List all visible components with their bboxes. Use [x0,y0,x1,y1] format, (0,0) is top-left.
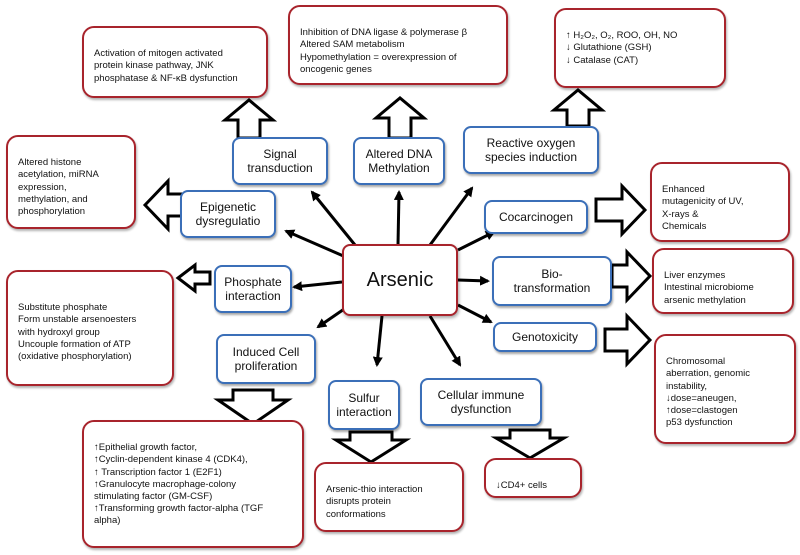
arrow-cocarcinogen [457,230,496,252]
cell-proliferation-label: Induced Cell proliferation [232,345,300,373]
arrow-signal [310,190,357,246]
thio-effect-box: Arsenic-thio interaction disrupts protei… [314,462,464,532]
genotoxicity-label: Genotoxicity [511,330,579,344]
liver-effect-box: Liver enzymes Intestinal microbiome arse… [652,248,794,314]
arrow-bio [457,275,490,286]
arrow-ros [428,186,474,246]
cd4-effect-box: ↓CD4+ cells [484,458,582,498]
histone-effect-box: Altered histone acetylation, miRNA expre… [6,135,136,229]
cd4-effect-text: ↓CD4+ cells [496,480,547,492]
ros-effect-box: ↑ H₂O₂, O₂, ROO, OH, NO ↓ Glutathione (G… [554,8,726,88]
ros-induction-label: Reactive oxygen species induction [484,136,578,164]
block-arrow-right-bio [610,248,653,304]
phosphate-label: Phosphate interaction [224,275,282,303]
arrow-immune [428,315,462,367]
phosphate-effect-text: Substitute phosphate Form unstable arsen… [18,302,137,363]
ros-induction-box: Reactive oxygen species induction [463,126,599,174]
phosphate-box: Phosphate interaction [214,265,292,313]
epigenetic-label: Epigenetic dysregulatio [195,200,261,228]
mutagenicity-effect-box: Enhanced mutagenicity of UV, X-rays & Ch… [650,162,790,242]
dna-methylation-box: Altered DNA Methylation [353,137,445,185]
cocarcinogen-label: Cocarcinogen [498,210,574,224]
block-arrow-down-sulfur [330,430,412,464]
genotoxicity-box: Genotoxicity [493,322,597,352]
immune-label: Cellular immune dysfunction [437,388,525,416]
biotransformation-box: Bio- transformation [492,256,612,306]
dna-effect-box: Inhibition of DNA ligase & polymerase β … [288,5,508,85]
block-arrow-right-genotoxicity [603,312,653,368]
cocarcinogen-box: Cocarcinogen [484,200,588,234]
thio-effect-text: Arsenic-thio interaction disrupts protei… [326,484,423,520]
chromosomal-effect-box: Chromosomal aberration, genomic instabil… [654,334,796,444]
signal-transduction-box: Signal transduction [232,137,328,185]
histone-effect-text: Altered histone acetylation, miRNA expre… [18,157,99,218]
mapk-effect-box: Activation of mitogen activated protein … [82,26,268,98]
arrow-sulfur [372,315,384,367]
ros-effect-text: ↑ H₂O₂, O₂, ROO, OH, NO ↓ Glutathione (G… [566,30,678,66]
immune-box: Cellular immune dysfunction [420,378,542,426]
sulfur-label: Sulfur interaction [336,391,392,419]
block-arrow-right-cocarcinogen [594,182,648,238]
arrow-dna [393,190,404,246]
chromosomal-effect-text: Chromosomal aberration, genomic instabil… [666,356,750,429]
dna-methylation-label: Altered DNA Methylation [365,147,433,175]
block-arrow-left-phosphate [175,261,212,295]
epigenetic-box: Epigenetic dysregulatio [180,190,276,238]
block-arrow-up-dna [371,96,429,140]
dna-effect-text: Inhibition of DNA ligase & polymerase β … [300,27,468,75]
arsenic-node: Arsenic [342,244,458,316]
mapk-effect-text: Activation of mitogen activated protein … [94,48,238,84]
arrow-phosphate [292,280,343,292]
growth-effect-box: ↑Epithelial growth factor, ↑Cyclin-depen… [82,420,304,548]
mutagenicity-effect-text: Enhanced mutagenicity of UV, X-rays & Ch… [662,184,744,232]
cell-proliferation-box: Induced Cell proliferation [216,334,316,384]
arsenic-label: Arsenic [366,268,434,291]
liver-effect-text: Liver enzymes Intestinal microbiome arse… [664,270,754,306]
block-arrow-up-ros [549,88,607,128]
phosphate-effect-box: Substitute phosphate Form unstable arsen… [6,270,174,386]
arrow-epigenetic [284,229,349,260]
signal-transduction-label: Signal transduction [247,147,313,175]
sulfur-box: Sulfur interaction [328,380,400,430]
growth-effect-text: ↑Epithelial growth factor, ↑Cyclin-depen… [94,442,264,527]
biotransformation-label: Bio- transformation [513,267,591,295]
block-arrow-up-signal [220,98,278,140]
arrow-genotoxicity [457,303,493,324]
block-arrow-down-proliferation [213,388,293,426]
block-arrow-down-immune [490,428,570,460]
